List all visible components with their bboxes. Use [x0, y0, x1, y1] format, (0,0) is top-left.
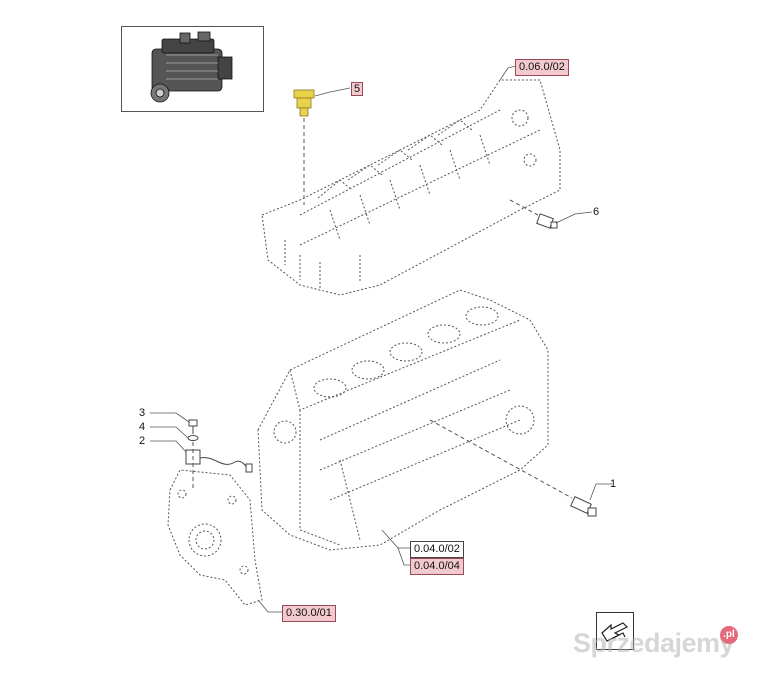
ref-timing-cover-link[interactable]: 0.30.0/01: [282, 605, 336, 622]
sensor-part-6[interactable]: [536, 213, 558, 229]
page-nav-arrow-icon: [601, 622, 629, 642]
ref-block-link-b[interactable]: 0.04.0/04: [410, 558, 464, 575]
leader-ref-block-b: [397, 547, 410, 566]
callout-part-2[interactable]: 2: [139, 435, 146, 447]
timing-cover: [167, 469, 263, 606]
callout-part-5[interactable]: 5: [351, 82, 364, 96]
washer-part-4[interactable]: [187, 435, 199, 441]
leader-ref-cylinder-head: [499, 65, 517, 81]
leader-ref-block: [381, 529, 410, 549]
leader-ref-timing-cover: [257, 599, 282, 613]
leader-part-1: [589, 483, 612, 501]
callout-part-1[interactable]: 1: [610, 478, 617, 490]
leader-part-4: [150, 426, 189, 439]
callout-part-3[interactable]: 3: [139, 407, 146, 419]
sensor-part-5[interactable]: [293, 89, 315, 117]
watermark-text: Sprzedajemy: [573, 628, 735, 658]
engine-block: [257, 289, 549, 551]
sensor-part-2[interactable]: [185, 449, 253, 473]
leader-part-5: [314, 87, 351, 97]
watermark-badge: .pl: [720, 626, 738, 644]
leader-part-6-axis: [509, 199, 539, 216]
callout-part-4[interactable]: 4: [139, 421, 146, 433]
callout-part-6[interactable]: 6: [593, 206, 600, 218]
leader-part-1-axis: [429, 419, 573, 499]
leader-part-2: [150, 440, 187, 453]
ref-cylinder-head-link[interactable]: 0.06.0/02: [515, 59, 569, 76]
leader-part-6: [555, 211, 593, 224]
ref-block-link-a[interactable]: 0.04.0/02: [410, 541, 464, 558]
page-nav-button[interactable]: [596, 612, 634, 650]
engine-thumbnail[interactable]: [121, 26, 264, 112]
cylinder-head: [261, 79, 561, 296]
sensor-part-1[interactable]: [570, 496, 597, 517]
leader-part-3: [150, 412, 190, 423]
engine-thumbnail-icon: [150, 31, 233, 103]
bolt-part-3[interactable]: [188, 419, 198, 434]
